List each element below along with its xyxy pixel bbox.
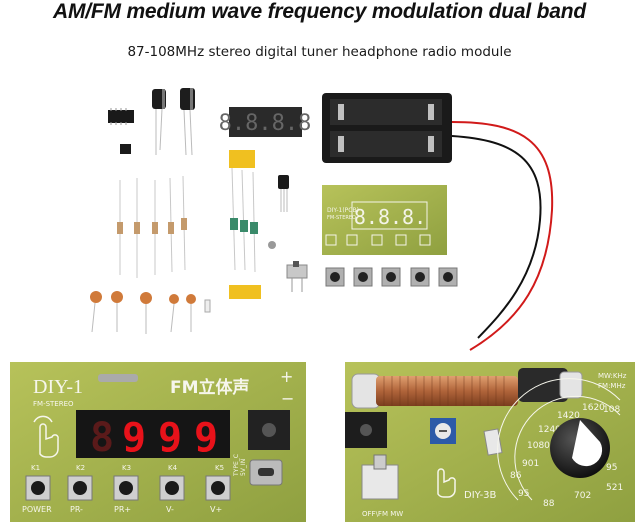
svg-text:+: + xyxy=(280,367,293,386)
kit-pcb-label: DIY-1(PCB) xyxy=(327,207,359,214)
svg-text:K1: K1 xyxy=(31,464,40,472)
left-board-name: DIY-1 xyxy=(33,376,83,398)
slide-switch xyxy=(286,261,308,292)
page-subtitle: 87-108MHz stereo digital tuner headphone… xyxy=(127,44,512,60)
dial-number: 901 xyxy=(522,459,539,469)
dial-number: 1240 xyxy=(538,425,561,435)
ferrite-coil xyxy=(376,376,518,406)
svg-text:K5: K5 xyxy=(215,464,224,472)
right-assembled-board: MW:KHz FM:MHz OFF\FM MW DIY-3B 108 1620 … xyxy=(345,362,635,522)
transistor xyxy=(278,175,289,212)
page-title: AM/FM medium wave frequency modulation d… xyxy=(53,0,586,23)
svg-text:−: − xyxy=(281,389,294,408)
right-board-name: DIY-3B xyxy=(464,490,497,501)
switch-label: OFF\FM MW xyxy=(362,510,403,518)
ceramic-capacitors xyxy=(90,291,211,334)
button-label: PR- xyxy=(70,505,83,514)
knob-pointer xyxy=(572,420,603,467)
crystal xyxy=(98,374,138,382)
dial-number: 521 xyxy=(606,483,623,493)
screw xyxy=(268,241,276,249)
left-board-sub: FM-STEREO xyxy=(33,400,74,408)
segment-display-part: 8.8.8.8 xyxy=(219,107,312,137)
button-k5: K5 V+ xyxy=(205,464,231,514)
button-k3: K3 PR+ xyxy=(113,464,139,514)
left-assembled-board: DIY-1 FM-STEREO FM立体声 8 9 9 9 TYPE_C 5V_… xyxy=(10,362,306,522)
port-label: TYPE_C xyxy=(233,454,240,477)
button-k1: K1 POWER xyxy=(22,464,52,514)
dial-number: 702 xyxy=(574,491,591,501)
foam-pad xyxy=(229,285,261,299)
kit-pcb-sublabel: FM-STEREO xyxy=(327,215,356,221)
battery-holder xyxy=(322,93,452,163)
display-digit: 9 xyxy=(194,415,218,461)
kit-pcb-display: 8.8.8. xyxy=(354,205,426,229)
button-label: V+ xyxy=(210,505,222,514)
ic-chip xyxy=(108,108,134,154)
coil-end xyxy=(351,373,381,409)
coil-holder xyxy=(518,368,568,402)
svg-text:8.8.8.8: 8.8.8.8 xyxy=(219,111,312,136)
band-label: FM:MHz xyxy=(598,382,626,390)
led-display xyxy=(76,410,230,458)
black-wire xyxy=(451,135,542,339)
dial-number: 108 xyxy=(603,405,620,415)
red-wire xyxy=(451,121,554,351)
electrolytic-capacitor xyxy=(152,88,195,156)
dial-number: 88 xyxy=(543,499,555,509)
tuning-dial-scale xyxy=(497,378,621,501)
dial-number: 95 xyxy=(518,489,529,499)
button-label: PR+ xyxy=(114,505,131,514)
foam-pad xyxy=(229,150,255,168)
dial-number: 1080 xyxy=(527,441,550,451)
band-switch xyxy=(361,464,399,500)
left-board-chinese-label: FM立体声 xyxy=(170,377,250,398)
svg-text:K2: K2 xyxy=(76,464,85,472)
dial-number: 95 xyxy=(606,463,617,473)
dial-number: 86 xyxy=(510,471,522,481)
band-label: MW:KHz xyxy=(598,372,627,380)
svg-text:K4: K4 xyxy=(168,464,178,472)
port-label: 5V_IN xyxy=(240,459,247,476)
svg-text:K3: K3 xyxy=(122,464,131,472)
display-digit: 8 xyxy=(90,415,114,461)
button-label: V- xyxy=(166,505,174,514)
display-digit: 9 xyxy=(158,415,182,461)
display-digit: 9 xyxy=(122,415,146,461)
button-k2: K2 PR- xyxy=(67,464,93,514)
kit-pcb: DIY-1(PCB) FM-STEREO 8.8.8. xyxy=(322,185,447,255)
tact-buttons xyxy=(325,267,458,287)
touch-hand-icon xyxy=(437,468,456,498)
dial-number: 1620 xyxy=(582,403,605,413)
dial-number: 1420 xyxy=(557,411,580,421)
button-label: POWER xyxy=(22,505,52,514)
resistors xyxy=(117,167,258,278)
touch-hand-icon xyxy=(33,415,59,458)
button-k4: K4 V- xyxy=(159,464,185,514)
